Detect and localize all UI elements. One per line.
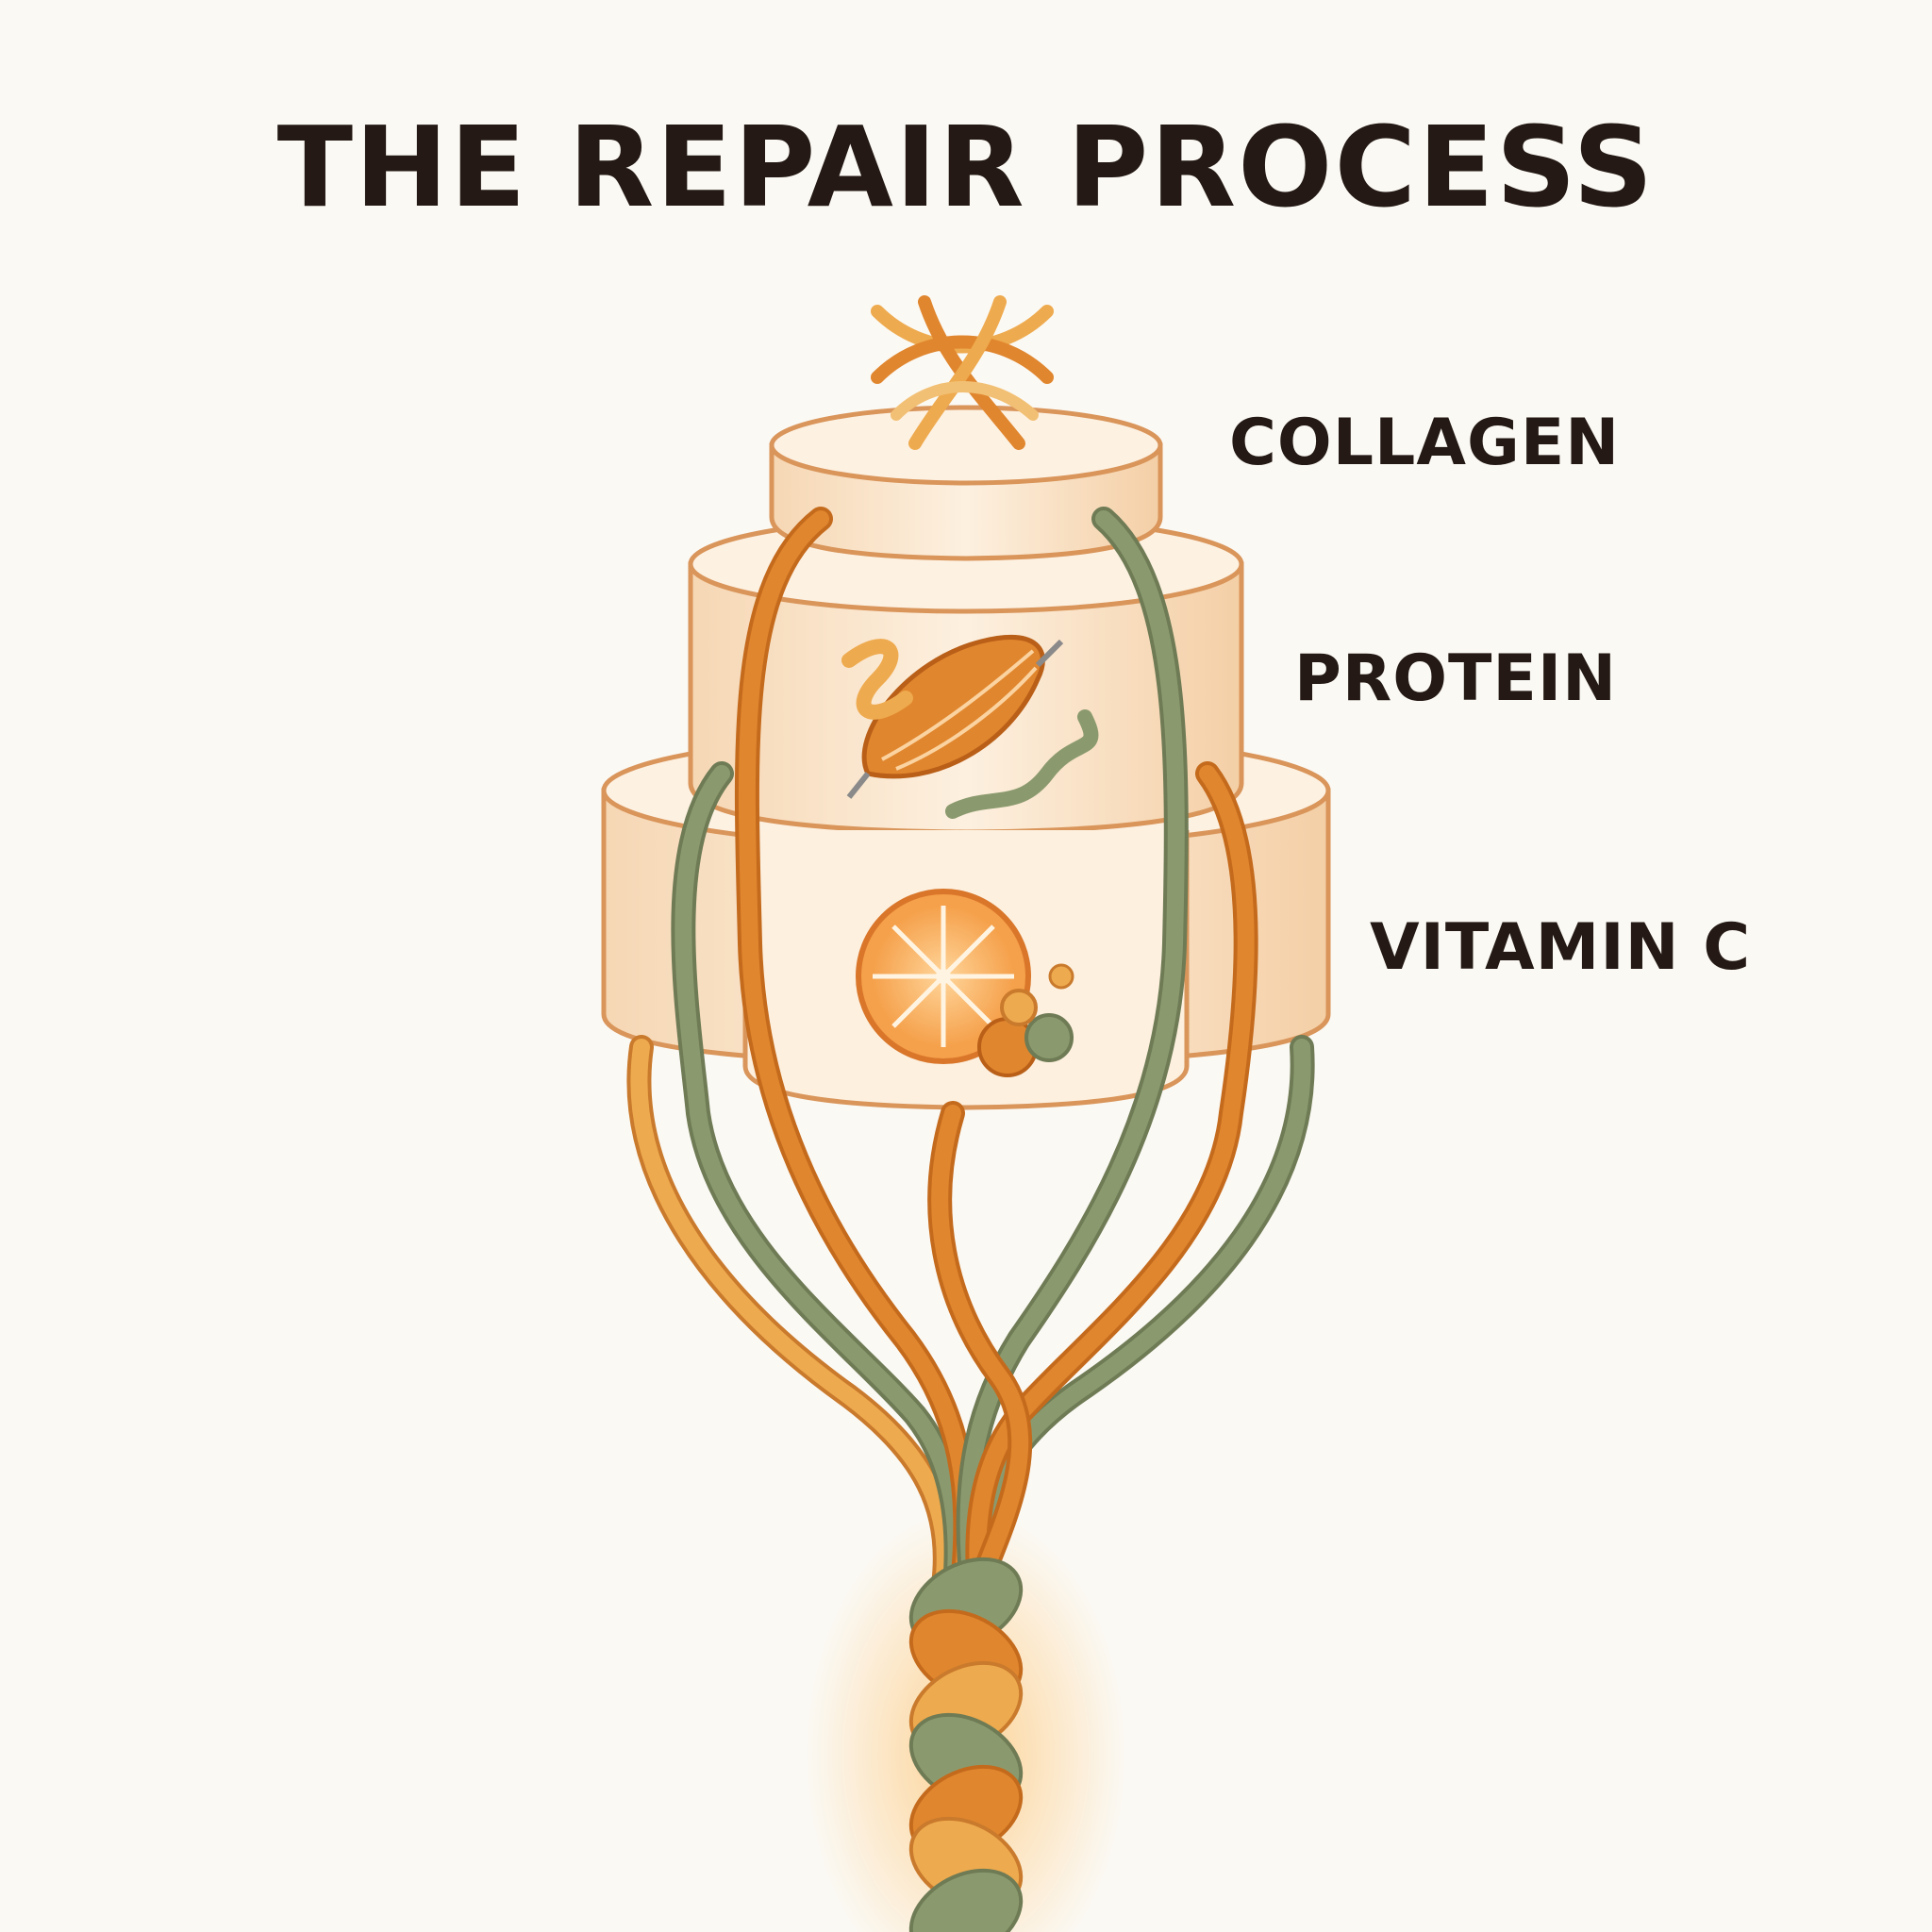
collagen-fiber-icon xyxy=(871,295,1054,450)
nutrient-beads-icon xyxy=(977,963,1074,1077)
page-title: THE REPAIR PROCESS xyxy=(276,102,1656,232)
protein-strand-icon xyxy=(841,639,1099,819)
label-protein: PROTEIN xyxy=(1294,641,1618,716)
braid xyxy=(908,1557,1024,1932)
orange-slice-icon xyxy=(856,889,1031,1064)
tier-collagen xyxy=(769,405,1163,561)
label-vitamin-c: VITAMIN C xyxy=(1370,910,1752,985)
label-collagen: COLLAGEN xyxy=(1229,406,1621,480)
strands xyxy=(626,507,1315,1616)
